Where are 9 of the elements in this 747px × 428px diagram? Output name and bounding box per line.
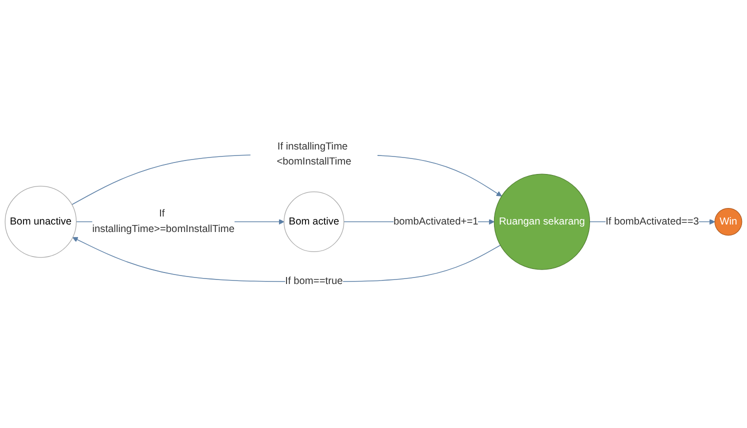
edge-label: If bom==true — [285, 276, 343, 287]
node-circle: Ruangan sekarang — [494, 174, 590, 270]
edge-label: If bombActivated==3 — [606, 216, 699, 227]
edge-label: If installingTime <bomInstallTime — [276, 140, 352, 167]
edge-label: If installingTime>=bomInstallTime — [92, 208, 234, 234]
node-circle: Win — [714, 208, 742, 236]
node-circle: Bom unactive — [4, 186, 77, 258]
edge-label: bombActivated+=1 — [393, 216, 478, 227]
node-circle: Bom active — [284, 191, 344, 252]
